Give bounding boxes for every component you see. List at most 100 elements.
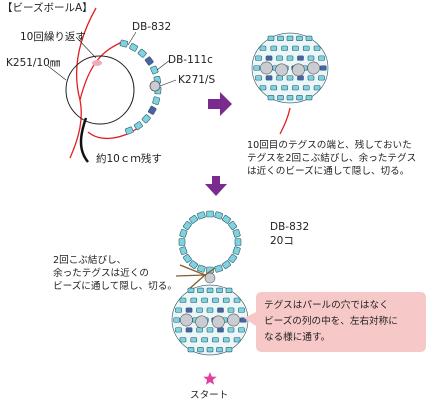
- bead: [307, 55, 315, 61]
- bead-label-db832: DB-832: [132, 21, 171, 33]
- bead-label-k271: K271/S: [178, 74, 215, 86]
- ball-pearl: [275, 63, 289, 77]
- bead: [206, 210, 214, 218]
- bead: [217, 327, 224, 333]
- bead: [255, 75, 262, 81]
- bead: [182, 221, 192, 231]
- bead: [137, 48, 147, 58]
- bead: [225, 287, 233, 293]
- bead: [302, 45, 310, 51]
- bead: [197, 211, 206, 220]
- bead: [222, 337, 230, 343]
- bead: [286, 55, 294, 61]
- bead: [147, 105, 157, 115]
- bead: [179, 246, 188, 255]
- bead: [276, 75, 283, 81]
- bead: [270, 85, 278, 91]
- bead: [206, 327, 214, 333]
- bead: [305, 35, 313, 41]
- pearl-hole: [92, 60, 102, 66]
- bead: [212, 297, 219, 303]
- bead: [267, 95, 275, 101]
- leader-k251: [47, 65, 67, 81]
- bead: [196, 327, 203, 333]
- bead: [276, 55, 283, 61]
- bead: [228, 253, 238, 263]
- repeat-label: 10回繰り返す: [20, 30, 86, 43]
- bead: [221, 260, 231, 270]
- note-line-2: テグスを2回こぶ結びし、余ったテグス: [247, 152, 416, 164]
- knot-note-1: 2回こぶ結びし、: [53, 254, 126, 266]
- bead-ring: [178, 210, 242, 284]
- bead: [189, 214, 199, 224]
- bead: [292, 45, 299, 51]
- ring-label-1: DB-832: [270, 221, 309, 233]
- bead: [305, 95, 313, 101]
- bead: [222, 297, 230, 303]
- note-line-1: 10回目のテグスの端と、残しておいた: [247, 139, 412, 151]
- bead: [196, 307, 203, 313]
- bead: [318, 55, 325, 61]
- ball-pearl: [307, 61, 320, 75]
- bead-label-db111c: DB-111c: [168, 54, 213, 66]
- bead: [277, 35, 284, 41]
- bead: [175, 327, 182, 333]
- bead: [313, 45, 321, 51]
- bead: [133, 121, 143, 131]
- leader-db111c: [156, 59, 171, 71]
- bead: [214, 264, 223, 273]
- bead: [206, 287, 214, 293]
- bead: [239, 317, 247, 323]
- bead: [197, 264, 206, 273]
- callout-line-2: ビーズの列の中を、左右対称に: [264, 315, 398, 327]
- bead: [238, 327, 245, 333]
- step3-group: DB-832 20コ 2回こぶ結びし、 余ったテグスは近くの ビーズに通して隠し…: [53, 210, 426, 401]
- bead: [297, 75, 304, 81]
- bead: [141, 114, 151, 124]
- knot-note-2: 余ったテグスは近くの: [53, 267, 149, 279]
- bead: [253, 65, 261, 71]
- bead: [297, 55, 304, 61]
- bead: [179, 337, 187, 343]
- bead: [292, 85, 299, 91]
- bead: [216, 347, 223, 353]
- bead: [201, 337, 208, 343]
- leader-k271: [159, 79, 177, 87]
- step1-group: 10回繰り返す K251/10㎜ DB-832 DB-111c K271/S 約…: [6, 7, 215, 165]
- bead: [296, 35, 303, 41]
- bead: [255, 55, 262, 61]
- bead: [185, 327, 193, 333]
- ring-pearl: [204, 272, 216, 284]
- big-pearl: [65, 55, 135, 125]
- ball-pearl: [211, 315, 225, 329]
- bead: [175, 307, 182, 313]
- bead: [286, 75, 294, 81]
- ball-thread: [279, 107, 291, 135]
- bead: [313, 85, 321, 91]
- start-star-icon: [203, 372, 217, 385]
- finished-ball: [251, 32, 329, 104]
- bead: [212, 337, 219, 343]
- bead: [178, 238, 186, 246]
- bead: [233, 297, 241, 303]
- ball-pearl: [260, 61, 273, 75]
- bead: [281, 45, 288, 51]
- bead: [232, 246, 241, 255]
- bead: [197, 287, 204, 293]
- bead: [152, 96, 161, 105]
- bead: [233, 337, 241, 343]
- bottom-ball: [171, 284, 249, 356]
- note-line-3: は近くのビーズに通して隠し、切る。: [247, 165, 409, 177]
- bead: [277, 95, 284, 101]
- arrow-down: [205, 176, 227, 196]
- bead: [319, 65, 327, 71]
- leftover-thread: [79, 117, 89, 163]
- bead: [214, 211, 223, 220]
- bead: [206, 307, 214, 313]
- bead: [221, 214, 231, 224]
- bead: [179, 297, 187, 303]
- bead: [238, 307, 245, 313]
- bead: [182, 253, 192, 263]
- bead: [179, 229, 188, 238]
